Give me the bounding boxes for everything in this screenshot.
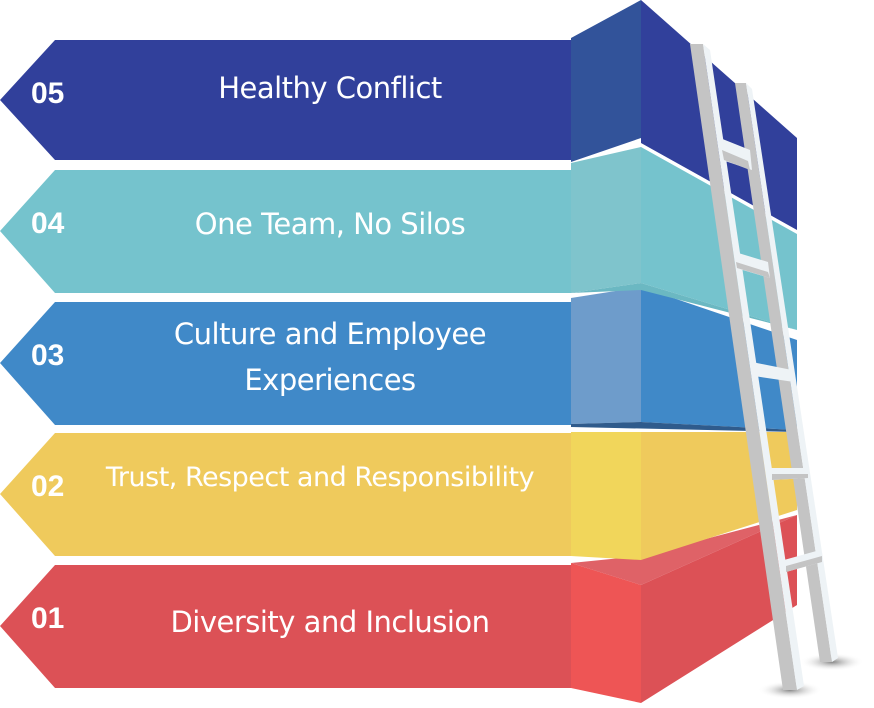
ladder-left-rail [690, 44, 797, 690]
step-01-arrow [0, 565, 571, 688]
step-03-number: 03 [31, 339, 65, 372]
step-05-arrow [0, 40, 571, 160]
ladder [690, 44, 864, 699]
step-04-number: 04 [31, 207, 65, 240]
ladder-rungs [720, 138, 822, 572]
step-04-arrow [0, 170, 571, 293]
step-02-arrow [0, 433, 571, 556]
step-01-label: Diversity and Inclusion [170, 605, 490, 639]
step-03-arrow [0, 302, 571, 425]
step-04-block [0, 147, 797, 330]
step-02-label: Trust, Respect and Responsibility [105, 462, 535, 493]
step-05-number: 05 [31, 77, 65, 110]
step-02-number: 02 [31, 470, 65, 503]
step-03-label-line1: Culture and Employee [173, 317, 487, 351]
step-03-label-line2: Experiences [244, 363, 416, 397]
step-01-number: 01 [31, 602, 65, 635]
step-04-label: One Team, No Silos [194, 207, 466, 241]
step-05-label: Healthy Conflict [218, 71, 442, 105]
step-01-block [0, 515, 797, 703]
